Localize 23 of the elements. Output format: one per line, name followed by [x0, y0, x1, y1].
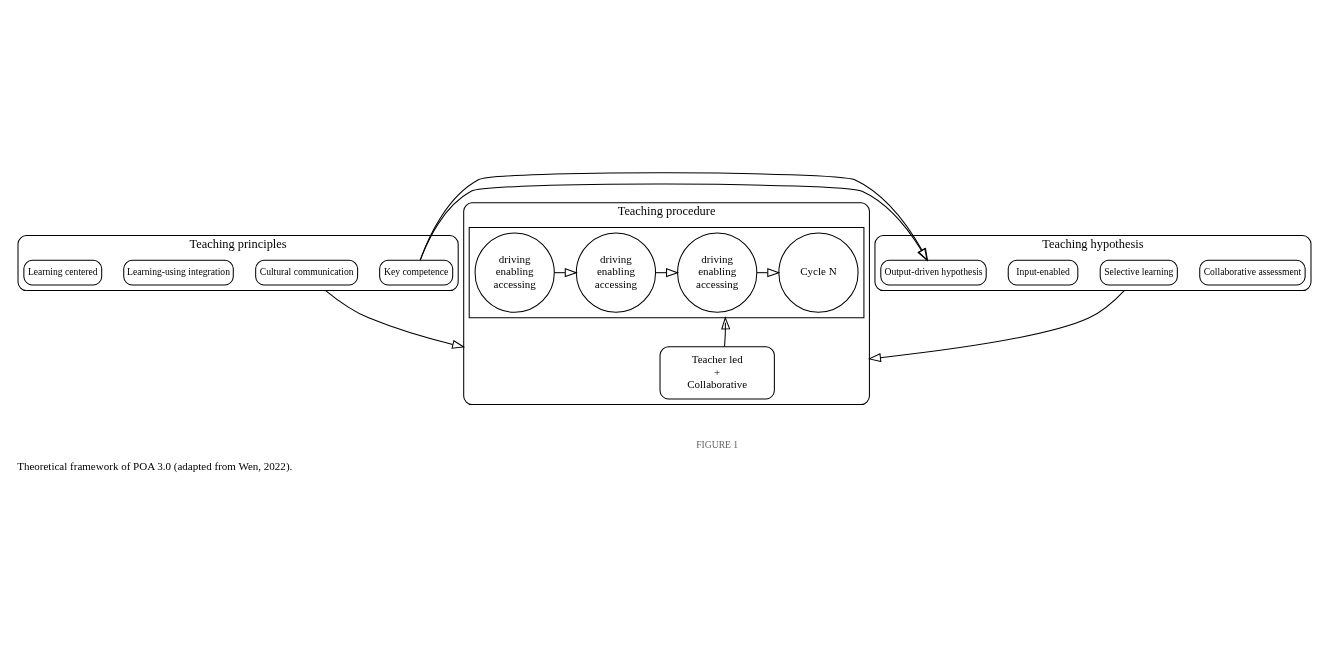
label: FIGURE 1: [696, 438, 739, 450]
arrow: [553, 267, 578, 277]
node-box: Teacher led + Collaborative: [659, 345, 775, 400]
arrow: [655, 267, 680, 277]
node-box: Selective learning: [1099, 259, 1178, 286]
node-box: Learning centered: [23, 259, 103, 286]
node-circle: driving enabling accessing: [677, 232, 758, 313]
arrow: [325, 289, 466, 349]
arrow: [867, 289, 1125, 362]
node-circle: Cycle N: [778, 232, 859, 313]
node-circle: driving enabling accessing: [575, 232, 657, 313]
cluster: [468, 226, 865, 318]
arrow: [756, 267, 781, 277]
node-box: Learning-using integration: [123, 259, 234, 286]
node-box: Cultural communication: [255, 259, 359, 286]
node-box: Input-enabled: [1007, 259, 1079, 286]
node-box: Key competence: [379, 259, 454, 286]
caption: Theoretical framework of POA 3.0 (adapted from Wen, 2022).: [17, 459, 293, 472]
node-box: Output-driven hypothesis: [880, 259, 987, 286]
arrow: [721, 315, 731, 347]
arrow: [419, 171, 929, 261]
node-circle: driving enabling accessing: [474, 232, 555, 313]
node-box: Collaborative assessment: [1199, 259, 1306, 286]
